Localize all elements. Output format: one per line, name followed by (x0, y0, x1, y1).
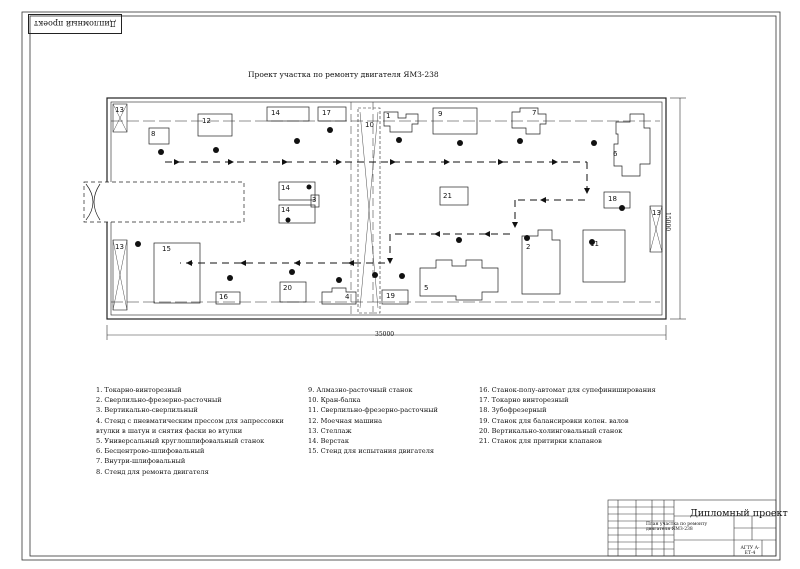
legend-column-2: 9. Алмазно-расточный станок 10. Кран-балк… (308, 385, 438, 456)
building-plan (83, 97, 667, 320)
legend-item: 9. Алмазно-расточный станок (308, 386, 413, 394)
legend-item: 14. Верстак (308, 437, 349, 446)
equipment-18 (603, 191, 631, 209)
equipment-label: 14 (281, 184, 290, 192)
legend-item: 21. Станок для притирки клапанов (479, 437, 602, 446)
building-wall-outer (106, 97, 667, 320)
title-block-description: План участка по ремонту двигателя ЯМЗ-23… (646, 522, 708, 532)
equipment-label: 11 (590, 240, 599, 248)
equipment-6 (613, 113, 651, 177)
operator-positions (135, 127, 625, 283)
legend-item: 2. Сверлильно-фрезерно-расточный (96, 396, 222, 405)
equipment-label: 9 (438, 110, 443, 118)
legend-item: 15. Стенд для испытания двигателя (308, 447, 435, 456)
door-icon (85, 183, 101, 221)
building-wall-inner (110, 101, 663, 316)
equipment-label: 1 (386, 112, 391, 120)
equipment-label: 18 (608, 195, 617, 203)
equipment-label: 4 (345, 293, 350, 301)
equipment-14-mid (278, 181, 316, 201)
equipment-label: 7 (532, 109, 537, 117)
equipment-label: 3 (312, 196, 317, 204)
plan-title: Проект участка по ремонту двигателя ЯМЗ-… (248, 70, 439, 79)
legend-item: 11. Сверлильно-фрезерно-расточный (308, 406, 438, 415)
legend-item: 19. Станок для балансировки колен. валов (479, 416, 629, 425)
dimension-length: 35000 (375, 331, 395, 338)
entrance-corridor (83, 181, 245, 223)
legend-item: 7. Внутри-шлифовальный (96, 457, 186, 466)
equipment-label: 13 (115, 243, 124, 251)
equipment-4 (321, 287, 357, 305)
title-block-project: Дипломный проект (690, 508, 788, 519)
legend-item: 5. Универсальный круглошлифовальный стан… (96, 437, 265, 446)
equipment-8 (148, 127, 170, 145)
legend-item: 20. Вертикально-холинговальный станок (479, 426, 623, 435)
title-block (607, 499, 777, 557)
equipment-20 (279, 281, 307, 303)
equipment-label: 12 (202, 117, 211, 125)
equipment-label: 21 (443, 192, 452, 200)
flow-arrowheads (174, 159, 590, 266)
equipment-label: 15 (162, 245, 171, 253)
equipment-label: 5 (424, 284, 429, 292)
crane-beam (357, 107, 381, 314)
legend-item: 17. Токарно винторезный (479, 396, 569, 405)
legend-item: 16. Станок-полу-автомат для супефиниширо… (479, 386, 656, 394)
legend-item: 1. Токарно-винторезный (96, 386, 182, 394)
outer-frame (21, 11, 781, 561)
legend-item: 4. Стенд с пневматическим прессом для за… (96, 416, 284, 425)
equipment-label: 17 (322, 109, 331, 117)
legend-item: 6. Бесцентрово-шлифовальный (96, 447, 205, 456)
corner-stamp: Дипломный проект (28, 14, 122, 34)
dimension-width: 15000 (664, 212, 671, 232)
equipment-17 (317, 106, 347, 122)
legend-column-1: 1. Токарно-винторезный 2. Сверлильно-фрез… (96, 385, 284, 477)
equipment-label: 19 (386, 292, 395, 300)
equipment-label: 2 (526, 243, 531, 251)
equipment-15 (153, 242, 201, 304)
equipment-7 (511, 107, 547, 135)
equipment-14-top (266, 106, 310, 122)
legend-column-3: 16. Станок-полу-автомат для супефиниширо… (479, 385, 656, 446)
material-flow (165, 161, 588, 264)
legend-item: 18. Зубофрезерный (479, 406, 547, 415)
equipment-label: 20 (283, 284, 292, 292)
equipment-label: 13 (652, 209, 661, 217)
equipment-19 (381, 289, 409, 305)
equipment-5 (419, 259, 499, 301)
rack-13-bottom-left (112, 239, 128, 311)
equipment-label: 8 (151, 130, 156, 138)
equipment-9 (432, 107, 478, 135)
title-block-organization: АГТУ А-ЕТ-4 (740, 546, 760, 556)
legend-item: 12. Моечная машина (308, 416, 383, 425)
equipment-16 (215, 291, 241, 305)
equipment-label: 6 (613, 150, 618, 158)
legend-item: втулки в шатун и снятия фаски во втулки (96, 426, 243, 435)
inner-frame (29, 15, 777, 557)
rack-13-right (649, 205, 663, 253)
equipment-label: 10 (365, 121, 374, 129)
equipment-label: 16 (219, 293, 228, 301)
legend-item: 13. Стеллаж (308, 426, 352, 435)
equipment-11 (582, 229, 626, 283)
legend-item: 3. Вертикально-сверлильный (96, 406, 198, 415)
equipment-14-low (278, 204, 316, 224)
equipment-21 (439, 186, 469, 206)
equipment-2 (521, 229, 561, 295)
equipment-label: 14 (281, 206, 290, 214)
equipment-1 (383, 111, 419, 133)
legend-item: 10. Кран-балка (308, 396, 361, 405)
dimension-lines (106, 97, 686, 340)
equipment-label: 13 (115, 106, 124, 114)
equipment-label: 14 (271, 109, 280, 117)
equipment-12 (197, 113, 233, 137)
legend-item: 8. Стенд для ремонта двигателя (96, 467, 209, 476)
rack-13-top-left (112, 103, 128, 133)
